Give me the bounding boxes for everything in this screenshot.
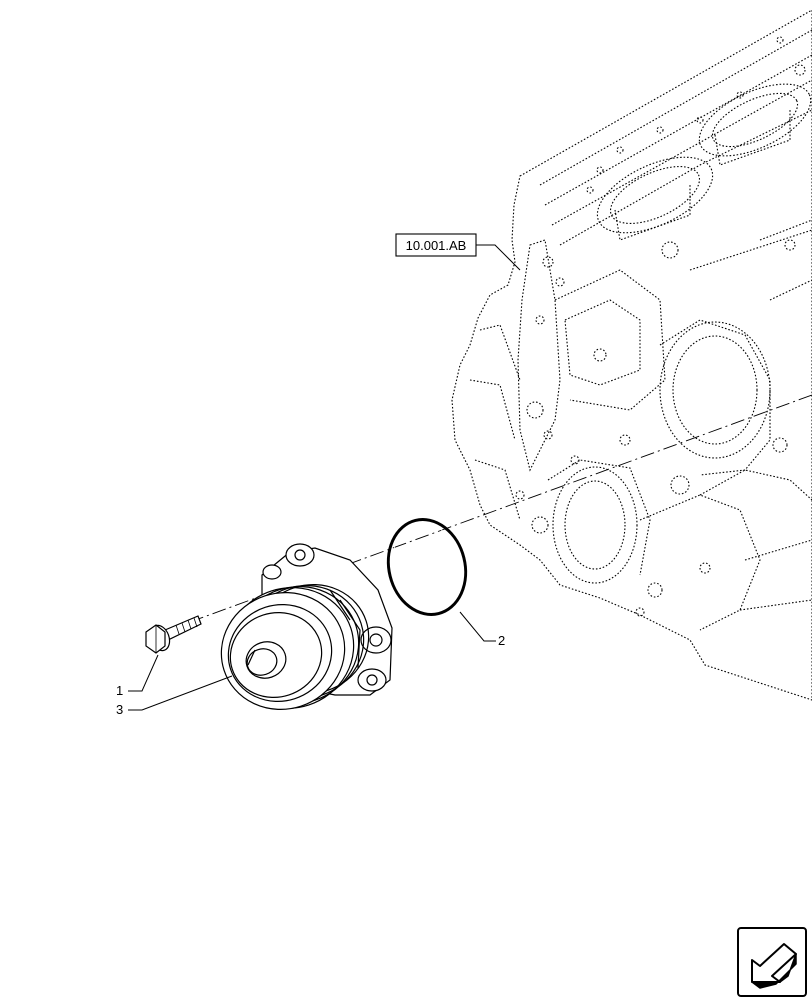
callout-1-leader [128,654,159,692]
callout-3-label: 3 [116,702,123,717]
axis-centerline [189,394,812,623]
reference-box-label: 10.001.AB [406,238,467,253]
arrow-back-icon[interactable] [737,927,807,997]
callout-2-label: 2 [498,633,505,648]
engine-block [451,9,812,701]
flange-bolt [145,615,202,654]
water-pump [220,543,393,710]
reference-callout[interactable]: 10.001.AB [395,233,521,271]
callout-1-label: 1 [116,683,123,698]
callout-2-leader [459,611,496,642]
callout-2[interactable]: 2 [459,611,505,648]
o-ring-gasket [386,518,468,616]
callout-1[interactable]: 1 [116,654,159,698]
callout-3[interactable]: 3 [116,675,233,717]
callout-3-leader [128,675,233,711]
reference-leader [476,244,521,271]
